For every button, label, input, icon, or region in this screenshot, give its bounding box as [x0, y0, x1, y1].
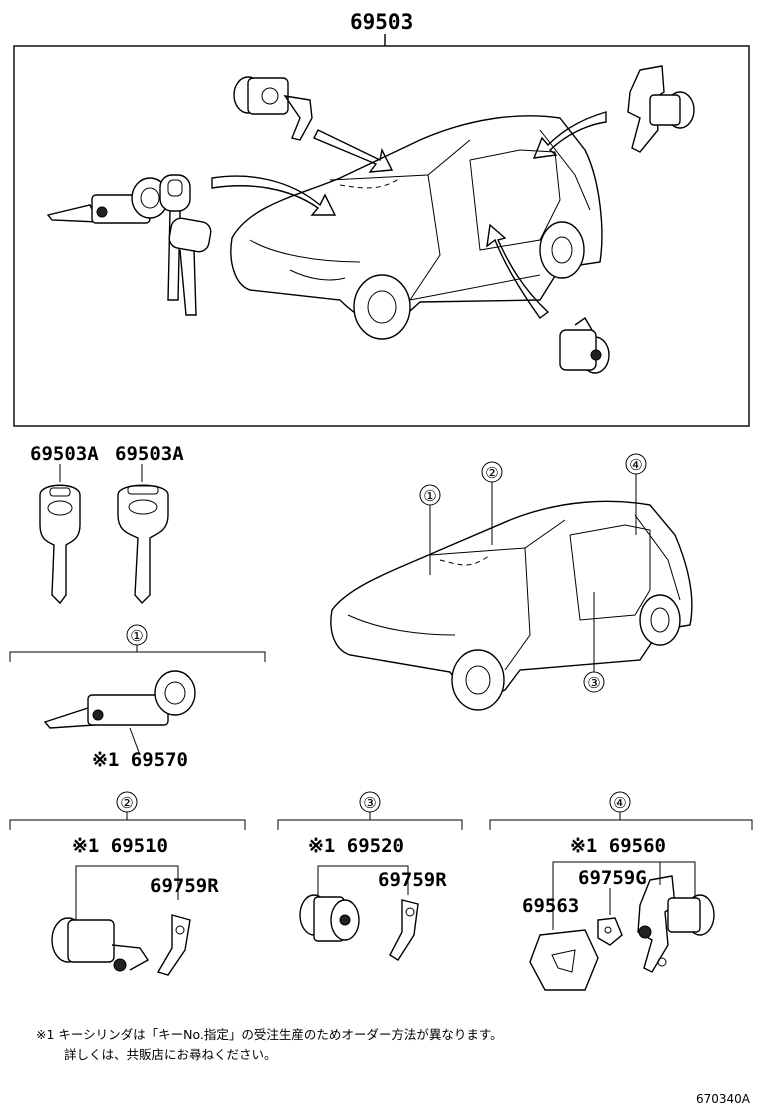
car-illustration-top: [230, 115, 603, 340]
callout-4: ④: [629, 456, 642, 474]
main-assembly-label: 69503: [350, 10, 413, 34]
section-4-sub2: 69563: [522, 895, 579, 917]
section-1-circle: ①: [130, 627, 143, 645]
section-3-part: ※1 69520: [308, 835, 404, 857]
back-door-lock-top-icon: [627, 65, 695, 153]
indicator-arrows-top: [211, 111, 607, 319]
section-4: ④ ※1 69560 69759G 69563: [489, 791, 753, 991]
ignition-cylinder-icon: [43, 670, 196, 756]
section-2: ② ※1 69510 69759R: [9, 791, 246, 976]
back-door-lock-icon: [637, 875, 715, 973]
section-3: ③ ※1 69520 69759R: [277, 791, 463, 961]
callout-3: ③: [587, 674, 600, 692]
key-2-icon: [117, 484, 169, 605]
footnote-line-1: ※1 キーシリンダは「キーNo.指定」の受注生産のためオーダー方法が異なります。: [36, 1027, 503, 1042]
figure-code: 670340A: [695, 1092, 750, 1106]
lever-3-icon: [389, 899, 419, 961]
footnote-line-2: 詳しくは、共販店にお尋ねください。: [64, 1047, 277, 1062]
key-label-1: 69503A: [30, 443, 99, 465]
door-lock-top-right-icon: [559, 316, 610, 374]
callout-2: ②: [485, 464, 498, 482]
key-1-icon: [39, 484, 81, 605]
door-lock-top-left-icon: [233, 76, 313, 141]
door-lock-cylinder-3-icon: [299, 894, 360, 942]
section-1: ① ※1 69570: [9, 624, 266, 771]
section-3-circle: ③: [363, 794, 376, 812]
section-4-part: ※1 69560: [570, 835, 666, 857]
section-2-circle: ②: [120, 794, 133, 812]
section-2-sub: 69759R: [150, 875, 219, 897]
ignition-cylinder-top-icon: [46, 177, 169, 224]
rubber-pad-icon: [529, 929, 599, 991]
callout-1: ①: [423, 487, 436, 505]
lever-2-icon: [156, 914, 191, 976]
section-4-sub: 69759G: [578, 867, 647, 889]
section-1-part: ※1 69570: [92, 749, 188, 771]
door-lock-cylinder-2-icon: [51, 917, 150, 972]
key-label-2: 69503A: [115, 443, 184, 465]
key-pair-top-icon: [159, 174, 212, 316]
section-4-circle: ④: [613, 794, 626, 812]
car-callouts: ① ② ③ ④: [419, 453, 647, 693]
clip-icon: [597, 917, 623, 946]
section-2-part: ※1 69510: [72, 835, 168, 857]
main-assembly-box: [13, 45, 750, 427]
car-illustration-middle: [330, 500, 693, 711]
section-3-sub: 69759R: [378, 869, 447, 891]
